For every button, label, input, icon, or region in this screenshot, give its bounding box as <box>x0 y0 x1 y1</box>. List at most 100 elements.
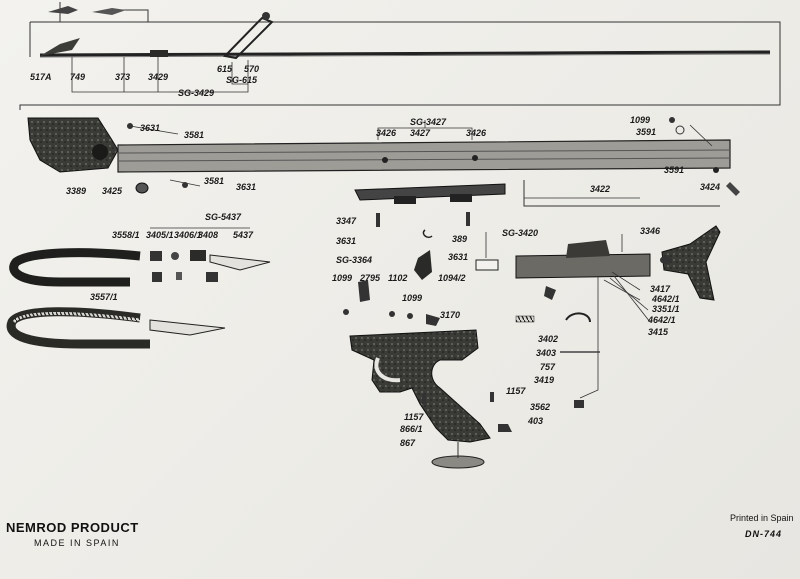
spring-389 <box>422 229 433 239</box>
part-2795 <box>358 280 370 302</box>
label-2795: 2795 <box>359 273 381 283</box>
label-3403: 3403 <box>536 348 556 358</box>
barrel-head-port <box>92 144 108 160</box>
part-3562 <box>574 400 584 408</box>
rail-block-b <box>450 194 472 202</box>
barrel-tube <box>117 139 731 173</box>
rubber-band-group <box>6 227 271 349</box>
label-3417: 3417 <box>650 284 671 294</box>
label-3405: 3405/1 <box>146 230 174 240</box>
label-1099a: 1099 <box>630 115 650 125</box>
label-1102: 1102 <box>388 273 407 283</box>
band-3558 <box>9 248 141 287</box>
label-1094: 1094/2 <box>438 273 466 283</box>
label-sg5437: SG-5437 <box>205 212 242 222</box>
label-3415: 3415 <box>648 327 669 337</box>
label-3426b: 3426 <box>466 128 487 138</box>
label-sg3429: SG-3429 <box>178 88 214 98</box>
label-3631a: 3631 <box>140 123 160 133</box>
band-3557 <box>6 307 150 349</box>
label-1099c: 1099 <box>402 293 422 303</box>
label-615: 615 <box>217 64 233 74</box>
label-867: 867 <box>400 438 416 448</box>
printed-in-text: Printed in Spain <box>730 513 794 523</box>
trigger-guard-opening <box>374 357 401 383</box>
label-3427: 3427 <box>410 128 431 138</box>
grip-handle <box>349 329 491 443</box>
label-sg3420: SG-3420 <box>502 228 538 238</box>
tip-fragment-b <box>92 8 126 15</box>
ferrule-3405 <box>150 251 162 261</box>
label-3389: 3389 <box>66 186 86 196</box>
wishbone-3557 <box>149 319 226 336</box>
part-3402 <box>544 286 556 300</box>
label-3346: 3346 <box>640 226 661 236</box>
label-3408: 3408 <box>198 230 218 240</box>
screw-3581b <box>182 182 188 188</box>
part-3425 <box>135 182 149 194</box>
label-3631b: 3631 <box>236 182 256 192</box>
label-3558: 3558/1 <box>112 230 140 240</box>
part-3408 <box>190 250 206 261</box>
label-3631d: 3631 <box>448 252 468 262</box>
label-749: 749 <box>70 72 85 82</box>
label-3406: 3406/1 <box>174 230 202 240</box>
part-757 <box>565 312 591 323</box>
barrel-hole-a <box>382 157 388 163</box>
spring-3403 <box>515 315 535 323</box>
screw-1099a <box>669 117 675 123</box>
barrel-head-3389 <box>27 117 119 173</box>
part-3406 <box>171 252 179 260</box>
screw-1157a <box>490 392 494 402</box>
pin-1102 <box>389 311 395 317</box>
label-3351: 3351/1 <box>652 304 680 314</box>
rod-3422 <box>523 180 720 207</box>
label-3591b: 3591 <box>664 165 684 175</box>
barrel-hole-c <box>713 167 719 173</box>
block-sg3420 <box>475 259 499 271</box>
label-3422: 3422 <box>590 184 610 194</box>
part-3170 <box>426 314 440 326</box>
mechanism-body-3346 <box>515 253 651 279</box>
label-5437: 5437 <box>233 230 254 240</box>
label-3581a: 3581 <box>184 130 204 140</box>
brand-title: NEMROD PRODUCT <box>6 520 139 535</box>
pin-1099b <box>343 309 349 315</box>
sg3429-leader <box>71 57 249 93</box>
screw-3631c <box>376 213 380 227</box>
spear-tip <box>40 38 80 56</box>
shaft-flopper <box>222 16 274 60</box>
rear-rod-group <box>523 180 740 207</box>
label-3591a: 3591 <box>636 127 656 137</box>
label-3429: 3429 <box>148 72 168 82</box>
label-3425: 3425 <box>102 186 123 196</box>
label-517a: 517A <box>30 72 52 82</box>
label-1157b: 1157 <box>404 412 424 422</box>
document-number: DN-744 <box>745 529 783 539</box>
screw-3631a <box>127 123 133 129</box>
label-3424: 3424 <box>700 182 720 192</box>
slide-rail-3347 <box>354 183 506 201</box>
barrel-hole-b <box>472 155 478 161</box>
wishbone-5437 <box>209 254 271 271</box>
mechanism-hump <box>566 240 610 258</box>
label-sg3364: SG-3364 <box>336 255 372 265</box>
rear-cap-3415 <box>661 225 721 301</box>
label-3426a: 3426 <box>376 128 397 138</box>
flopper-pin <box>262 12 270 20</box>
label-866: 866/1 <box>400 424 423 434</box>
screw-403 <box>498 424 512 432</box>
label-4642b: 4642/1 <box>647 315 676 325</box>
ring-3591a <box>675 125 685 135</box>
shaft-assembly-group <box>19 2 781 110</box>
label-570: 570 <box>244 64 259 74</box>
barrel-assembly-group <box>27 117 731 194</box>
label-3562: 3562 <box>530 402 550 412</box>
origin-text: MADE IN SPAIN <box>34 538 120 548</box>
label-sg3427: SG-3427 <box>410 117 447 127</box>
label-757: 757 <box>540 362 556 372</box>
label-373: 373 <box>115 72 130 82</box>
label-3419: 3419 <box>534 375 554 385</box>
label-4642a: 4642/1 <box>651 294 680 304</box>
